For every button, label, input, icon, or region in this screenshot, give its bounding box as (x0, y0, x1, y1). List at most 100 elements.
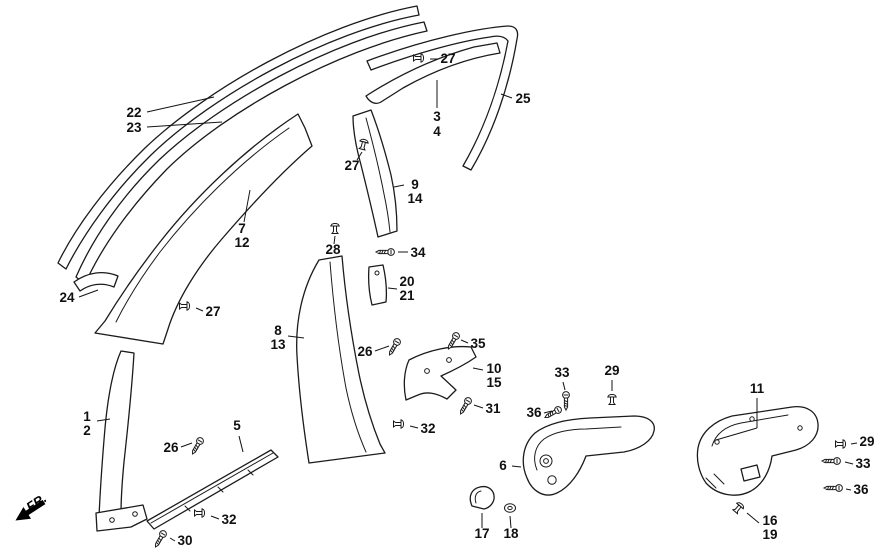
clip-fastener-icon (179, 301, 191, 311)
callout-label-17: 17 (474, 526, 489, 541)
leader-line-33 (562, 381, 566, 391)
leader-line-6 (511, 465, 522, 468)
callout-label-4: 4 (433, 124, 441, 139)
callout-label-20: 20 (399, 274, 414, 289)
callout-label-5: 5 (233, 418, 241, 433)
part-roof-molding-rear (366, 25, 519, 171)
part-front-pillar-foot-hole (109, 517, 115, 523)
leader-line-11 (715, 427, 758, 441)
callout-label-28: 28 (325, 242, 341, 257)
part-quarter-trim-notch (740, 464, 761, 482)
clip-fastener-icon (731, 502, 745, 515)
callout-label-3: 3 (433, 109, 441, 124)
screw-fastener-icon (820, 457, 841, 465)
part-armrest (522, 415, 655, 496)
callout-label-36: 36 (526, 405, 542, 420)
part-armrest-hole-inner (543, 458, 549, 464)
screw-fastener-icon (191, 437, 204, 455)
callout-label-33: 33 (855, 456, 871, 471)
part-sill-scuff-line (150, 452, 274, 524)
callout-label-23: 23 (126, 120, 142, 135)
callout-label-9: 9 (411, 177, 419, 192)
part-b-pillar-lower-line (329, 261, 367, 453)
grommet-fastener-icon (504, 503, 516, 513)
leader-line-33 (844, 461, 854, 465)
callout-label-26: 26 (163, 440, 179, 455)
leader-line-16 (746, 512, 760, 524)
leader-line-32 (409, 425, 419, 429)
leader-line-7 (243, 189, 251, 223)
part-sill-scuff (146, 449, 279, 530)
leader-line-29 (850, 442, 858, 445)
fr-arrow-icon (15, 499, 46, 521)
leader-line-1 (96, 418, 111, 422)
callout-label-29: 29 (604, 363, 619, 378)
callout-label-34: 34 (410, 245, 426, 260)
callout-label-35: 35 (470, 336, 486, 351)
callout-label-15: 15 (486, 375, 502, 390)
clip-fastener-icon (358, 138, 369, 151)
leader-line-9 (393, 184, 405, 188)
callout-label-29: 29 (859, 434, 874, 449)
part-quarter-trim-hole (714, 439, 720, 445)
screw-fastener-icon (388, 338, 401, 356)
callout-label-21: 21 (399, 288, 415, 303)
leader-line-22 (146, 96, 215, 113)
part-outlines (57, 5, 819, 532)
leader-line-36 (845, 488, 852, 491)
callout-label-2: 2 (83, 423, 91, 438)
leader-line-20 (387, 287, 398, 290)
callout-label-33: 33 (554, 365, 570, 380)
leader-line-23 (146, 121, 223, 128)
clip-fastener-icon (607, 393, 617, 405)
leader-line-10 (472, 367, 484, 371)
fr-arrow-group: FR. (15, 491, 49, 521)
part-clip-strip-hole (374, 270, 380, 276)
callout-label-27: 27 (205, 304, 220, 319)
screw-fastener-icon (447, 332, 460, 350)
part-sill-scuff-tick (184, 469, 254, 512)
part-molding-end (73, 271, 119, 292)
part-quarter-garnish-upper (365, 42, 501, 104)
leader-line-25 (500, 93, 513, 99)
leader-line-36 (543, 410, 553, 414)
part-sill-side-rear (403, 345, 477, 401)
clip-fastener-icon (194, 508, 206, 518)
part-quarter-trim-hole3 (797, 425, 803, 431)
leader-line-8 (287, 335, 305, 339)
callout-label-26: 26 (357, 344, 373, 359)
part-armrest-line (534, 426, 622, 471)
part-quarter-trim-hole2 (749, 416, 755, 422)
part-b-pillar-upper-line (365, 117, 391, 233)
part-a-pillar-garnish-line (115, 127, 290, 323)
callout-label-7: 7 (238, 221, 246, 236)
callout-label-11: 11 (750, 381, 765, 396)
callout-label-32: 32 (221, 512, 236, 527)
part-roof-molding-front (57, 5, 420, 270)
callout-label-8: 8 (274, 323, 282, 338)
callout-label-22: 22 (126, 105, 141, 120)
callout-label-24: 24 (59, 290, 75, 305)
leader-line-18 (509, 515, 512, 529)
clip-fastener-icon (835, 439, 847, 449)
screw-fastener-icon (562, 391, 570, 412)
callout-label-6: 6 (499, 458, 507, 473)
callout-label-30: 30 (177, 533, 192, 548)
callout-label-18: 18 (503, 526, 519, 541)
callout-label-27: 27 (344, 158, 359, 173)
callout-label-13: 13 (270, 337, 286, 352)
screw-fastener-icon (154, 530, 167, 548)
leader-line-5 (238, 435, 244, 453)
leader-line-32 (210, 515, 220, 520)
leader-line-30 (169, 537, 176, 542)
callout-label-14: 14 (407, 191, 423, 206)
callout-label-10: 10 (486, 361, 501, 376)
callout-label-25: 25 (515, 91, 531, 106)
leader-line-31 (473, 404, 484, 409)
leader-line-26 (180, 442, 193, 448)
screw-fastener-icon (459, 397, 472, 415)
clip-fastener-icon (393, 419, 405, 429)
